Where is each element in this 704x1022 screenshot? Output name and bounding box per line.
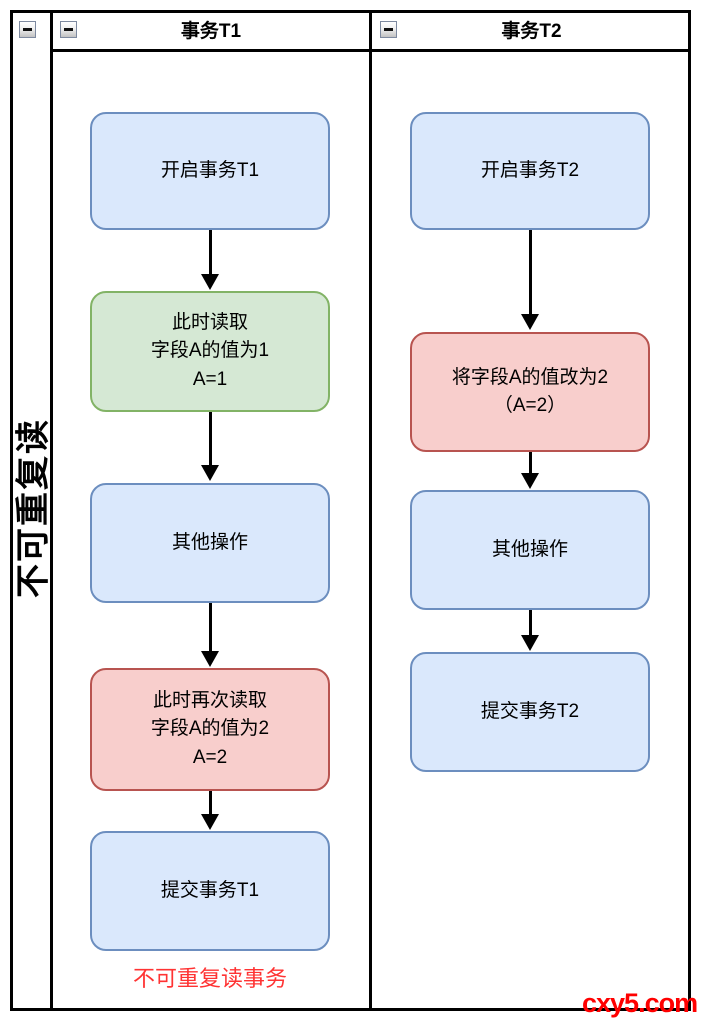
node-label: 开启事务T1: [160, 159, 260, 181]
flow-node-t2-begin: 开启事务T2: [410, 112, 650, 230]
flow-node-t2-update: 将字段A的值改为2 （A=2）: [410, 332, 650, 452]
pool-title: 不可重复读: [14, 418, 53, 598]
flow-node-t1-begin: 开启事务T1: [90, 112, 330, 230]
arrowhead-icon: [201, 651, 219, 667]
lane2-header: 事务T2: [501, 21, 562, 42]
watermark: cxy5.com: [582, 988, 698, 1018]
node-label: 将字段A的值改为2 （A=2）: [451, 366, 609, 417]
pool-collapse-button[interactable]: [19, 21, 36, 38]
flow-arrow: [521, 452, 539, 489]
arrowhead-icon: [521, 314, 539, 330]
arrowhead-icon: [521, 635, 539, 651]
flow-node-t2-commit: 提交事务T2: [410, 652, 650, 772]
lane2-collapse-button[interactable]: [380, 21, 397, 38]
minus-icon: [23, 28, 32, 31]
pool-title-divider: [50, 10, 53, 1011]
flow-node-t1-second-read: 此时再次读取 字段A的值为2 A=2: [90, 668, 330, 791]
lane1-collapse-button[interactable]: [60, 21, 77, 38]
arrowhead-icon: [521, 473, 539, 489]
flow-arrow: [521, 610, 539, 651]
flow-node-t1-other-ops: 其他操作: [90, 483, 330, 603]
flow-arrow: [201, 412, 219, 481]
flow-node-t1-commit: 提交事务T1: [90, 831, 330, 951]
flow-node-t2-other-ops: 其他操作: [410, 490, 650, 610]
flow-arrow: [201, 230, 219, 290]
node-label: 此时再次读取 字段A的值为2 A=2: [150, 689, 270, 768]
lane1-header: 事务T1: [180, 21, 242, 42]
node-label: 此时读取 字段A的值为1 A=1: [150, 311, 270, 390]
node-label: 提交事务T1: [160, 879, 260, 901]
lane-header-divider: [50, 49, 691, 52]
arrowhead-icon: [201, 465, 219, 481]
node-label: 提交事务T2: [480, 700, 580, 722]
lane1-footnote: 不可重复读事务: [132, 966, 287, 991]
flow-arrow: [521, 230, 539, 330]
node-label: 开启事务T2: [480, 159, 580, 181]
flow-arrow: [201, 603, 219, 667]
node-label: 其他操作: [491, 538, 568, 560]
node-label: 其他操作: [171, 531, 248, 553]
arrowhead-icon: [201, 814, 219, 830]
minus-icon: [64, 28, 73, 31]
flow-node-t1-first-read: 此时读取 字段A的值为1 A=1: [90, 291, 330, 412]
minus-icon: [384, 28, 393, 31]
lane-divider: [369, 10, 372, 1011]
arrowhead-icon: [201, 274, 219, 290]
flow-arrow: [201, 791, 219, 830]
